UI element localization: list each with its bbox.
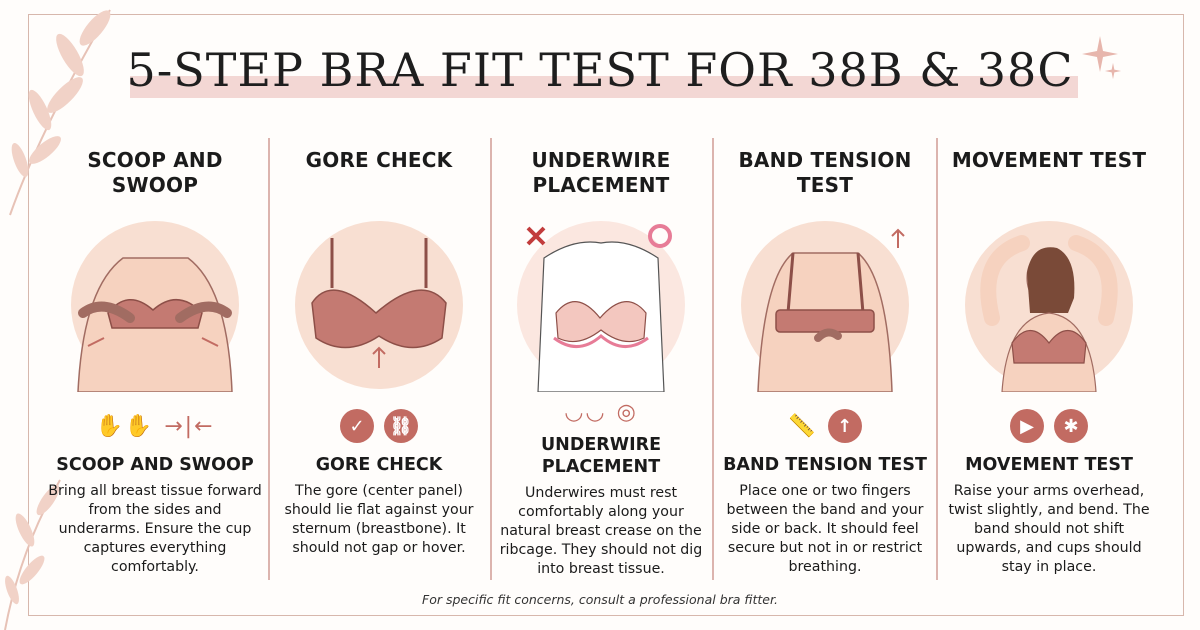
step-heading: BAND TENSION TEST <box>738 148 912 197</box>
scoop-illustration <box>71 221 239 392</box>
step-subheading: MOVEMENT TEST <box>965 455 1133 475</box>
step-icons: ✋✋ →|← <box>44 406 266 446</box>
person-moving-icon: ✱ <box>1054 409 1088 443</box>
target-icon: ◎ <box>616 399 638 425</box>
step-description: Raise your arms overhead, twist slightly… <box>948 483 1150 575</box>
step-description: The gore (center panel) should lie flat … <box>284 483 474 556</box>
band-illustration <box>741 221 909 392</box>
link-icon: ⛓ <box>384 409 418 443</box>
step-subheading: BAND TENSION TEST <box>723 455 927 475</box>
leaf-branch-bottom-left-icon <box>4 479 61 630</box>
step-description: Bring all breast tissue forward from the… <box>48 483 262 575</box>
column-divider <box>268 138 270 580</box>
sparkle-icon <box>1082 36 1118 72</box>
sparkle-icon <box>1104 62 1122 80</box>
step-scoop-and-swoop: SCOOP AND SWOOP ✋✋ →|← SCOOP AND SWOOP B… <box>44 148 266 575</box>
step-band-tension-test: BAND TENSION TEST 📏 ↑ BAND TENSION TEST … <box>714 148 936 575</box>
step-heading: GORE CHECK <box>305 148 453 172</box>
column-divider <box>712 138 714 580</box>
step-heading: SCOOP AND SWOOP <box>87 148 223 197</box>
arrows-inward-icon: →|← <box>164 413 215 439</box>
movement-illustration <box>965 221 1133 392</box>
page-title: 5-STEP BRA FIT TEST FOR 38B & 38C <box>126 43 1074 97</box>
step-icons: ◡◡ ◎ <box>490 392 712 432</box>
arrow-up-icon: ↑ <box>827 409 862 443</box>
step-heading: UNDERWIRE PLACEMENT <box>531 148 671 197</box>
step-heading: MOVEMENT TEST <box>951 148 1147 172</box>
page-frame <box>28 14 1184 616</box>
step-icons: ▶ ✱ <box>938 406 1160 446</box>
title-highlight <box>130 76 1078 98</box>
step-icons: 📏 ↑ <box>714 406 936 446</box>
play-icon: ▶ <box>1010 409 1044 443</box>
step-description: Place one or two fingers between the ban… <box>726 483 924 575</box>
gore-illustration <box>295 221 463 389</box>
step-subheading: UNDERWIRE PLACEMENT <box>540 435 662 477</box>
step-icons: ✓ ⛓ <box>268 406 490 446</box>
tape-measure-icon: 📏 <box>788 413 818 439</box>
column-divider <box>936 138 938 580</box>
underwire-illustration <box>517 221 685 392</box>
leaf-branch-top-left-icon <box>9 9 111 216</box>
check-icon: ✓ <box>340 409 374 443</box>
step-subheading: SCOOP AND SWOOP <box>56 455 254 475</box>
step-gore-check: GORE CHECK ✓ ⛓ GORE CHECK The gore (cent… <box>268 148 490 556</box>
underwire-icon: ◡◡ <box>564 399 607 425</box>
hands-icon: ✋✋ <box>95 413 155 439</box>
footer-note: For specific fit concerns, consult a pro… <box>422 592 778 607</box>
column-divider <box>490 138 492 580</box>
step-subheading: GORE CHECK <box>315 455 443 475</box>
step-description: Underwires must rest comfortably along y… <box>499 485 703 577</box>
step-underwire-placement: UNDERWIRE PLACEMENT ◡◡ ◎ UNDERWIRE PLACE… <box>490 148 712 577</box>
step-movement-test: MOVEMENT TEST ▶ ✱ MOVEMENT TEST Raise yo… <box>938 148 1160 575</box>
